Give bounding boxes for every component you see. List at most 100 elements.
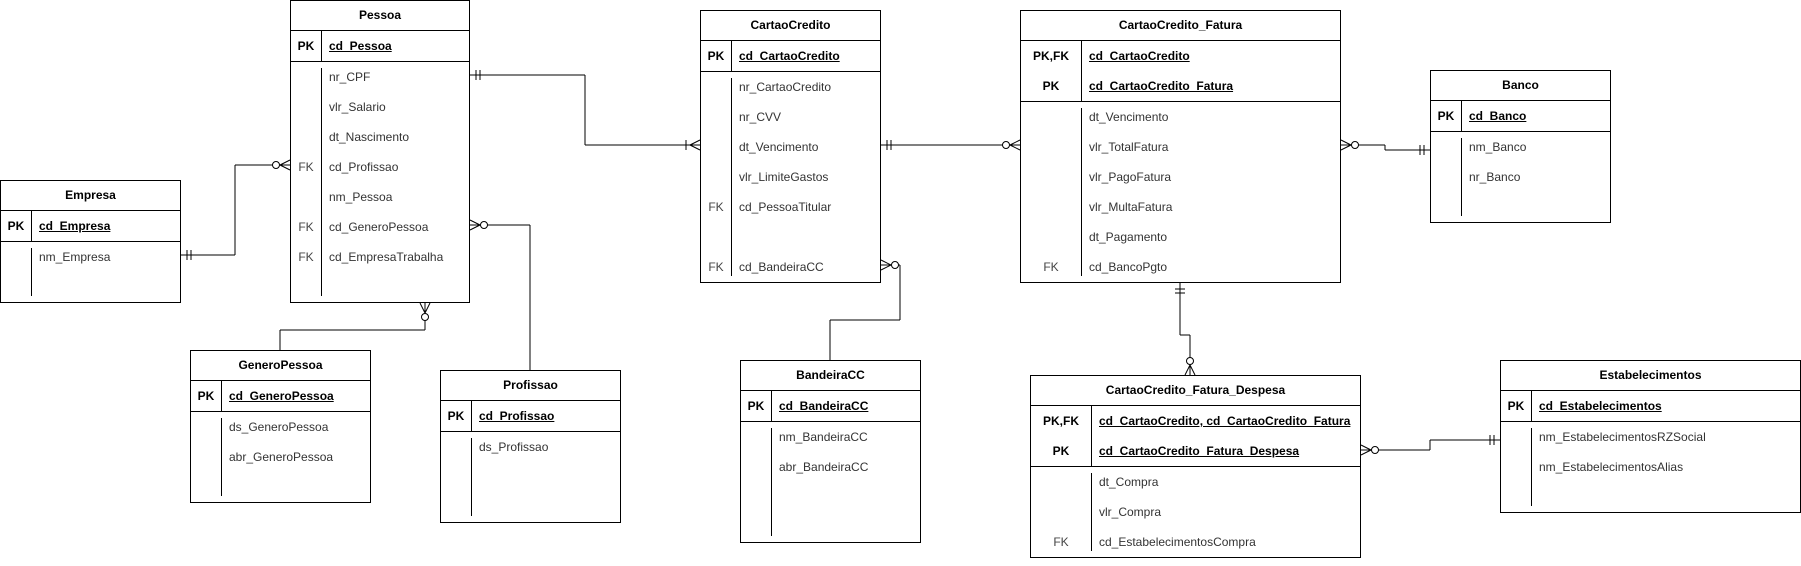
4-field-row: nr_CVV: [701, 102, 880, 132]
field-name: nr_Banco: [1469, 170, 1521, 184]
key-marker: PK,FK: [1033, 49, 1069, 63]
column-divider: [1091, 473, 1092, 551]
key-marker: [741, 512, 771, 542]
0-field-row: dt_Nascimento: [291, 122, 469, 152]
entity-title: Pessoa: [291, 1, 469, 31]
field-name: vlr_PagoFatura: [1089, 170, 1172, 184]
field-name: nr_CartaoCredito: [739, 80, 832, 94]
key-marker: [1021, 162, 1081, 192]
entity-title: Empresa: [1, 181, 180, 211]
key-marker: [1031, 467, 1091, 497]
field-name: abr_GeneroPessoa: [229, 450, 334, 464]
field-name: ds_GeneroPessoa: [229, 420, 329, 434]
key-marker: [191, 412, 221, 442]
6-field-row: vlr_PagoFatura: [1021, 162, 1340, 192]
field-name: ds_Profissao: [479, 440, 549, 454]
9-field-row: nm_EstabelecimentosAlias: [1501, 452, 1800, 482]
column-divider: [471, 401, 472, 431]
key-marker: [191, 472, 221, 502]
8-field-row: dt_Compra: [1031, 467, 1360, 497]
5-field-row: [741, 482, 920, 512]
field-name: cd_GeneroPessoa: [329, 220, 429, 234]
4-field-row: dt_Vencimento: [701, 132, 880, 162]
field-name: nm_Banco: [1469, 140, 1527, 154]
field-name: dt_Pagamento: [1089, 230, 1168, 244]
column-divider: [221, 418, 222, 496]
field-section: nm_Empresa: [1, 242, 180, 302]
field-name: cd_PessoaTitular: [739, 200, 832, 214]
field-name: vlr_TotalFatura: [1089, 140, 1169, 154]
key-marker: [191, 442, 221, 472]
key-marker: FK: [708, 200, 724, 214]
column-divider: [1531, 428, 1532, 506]
6-field-row: dt_Vencimento: [1021, 102, 1340, 132]
field-name: nr_CVV: [739, 110, 782, 124]
key-marker: FK: [1053, 535, 1069, 549]
field-name: cd_CartaoCredito_Fatura_Despesa: [1099, 444, 1300, 458]
field-name: dt_Nascimento: [329, 130, 410, 144]
key-marker: [291, 272, 321, 302]
column-divider: [1091, 406, 1092, 466]
column-divider: [31, 248, 32, 296]
entity-title: Banco: [1431, 71, 1610, 101]
key-marker: [1021, 192, 1081, 222]
field-name: vlr_MultaFatura: [1089, 200, 1173, 214]
key-marker: [1501, 482, 1531, 512]
field-section: ds_Profissao: [441, 432, 620, 522]
key-marker: [701, 72, 731, 102]
7-field-row: nr_Banco: [1431, 162, 1610, 192]
field-name: dt_Vencimento: [1089, 110, 1169, 124]
1-field-row: [1, 272, 180, 302]
5-field-row: nm_BandeiraCC: [741, 422, 920, 452]
key-marker: PK: [7, 219, 25, 233]
key-marker: [291, 122, 321, 152]
field-name: cd_Profissao: [329, 160, 399, 174]
relationship-cartao-fatura: [881, 139, 1021, 151]
3-field-row: [441, 462, 620, 492]
field-name: cd_EstabelecimentosCompra: [1099, 535, 1256, 549]
field-name: nm_Empresa: [39, 250, 111, 264]
column-divider: [1461, 101, 1462, 131]
entity-title: CartaoCredito_Fatura: [1021, 11, 1340, 41]
2-field-row: abr_GeneroPessoa: [191, 442, 370, 472]
8-field-row: FK cd_EstabelecimentosCompra: [1031, 527, 1360, 557]
4-field-row: FK cd_PessoaTitular: [701, 192, 880, 222]
key-marker: PK: [297, 39, 315, 53]
entity-title: CartaoCredito_Fatura_Despesa: [1031, 376, 1360, 406]
key-marker: FK: [298, 220, 314, 234]
key-marker: [1, 272, 31, 302]
key-marker: PK: [707, 49, 725, 63]
column-divider: [1461, 138, 1462, 216]
key-marker: PK,FK: [1043, 414, 1079, 428]
0-field-row: FK cd_GeneroPessoa: [291, 212, 469, 242]
key-marker: [441, 432, 471, 462]
field-name: cd_GeneroPessoa: [229, 389, 334, 403]
entity-title: CartaoCredito: [701, 11, 880, 41]
key-marker: [741, 482, 771, 512]
column-divider: [1081, 41, 1082, 101]
column-divider: [1081, 108, 1082, 276]
relationship-genero-pessoa: [275, 302, 431, 361]
